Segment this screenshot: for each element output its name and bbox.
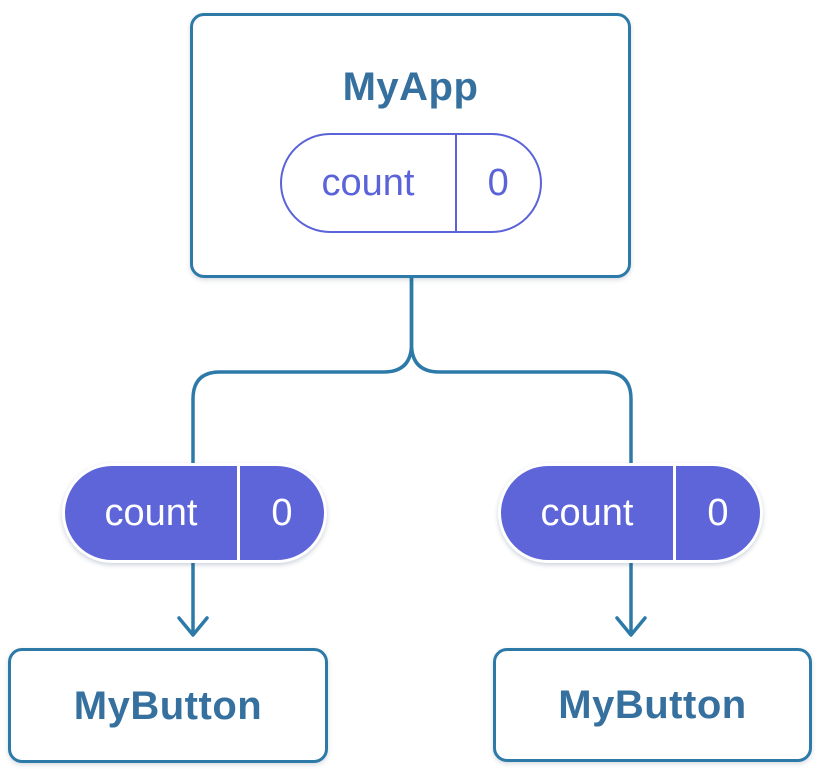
prop-value: 0: [707, 492, 729, 534]
prop-name: count: [104, 492, 198, 534]
prop-pill-left: count 0: [62, 463, 327, 563]
arrowhead-right-icon: [615, 616, 647, 637]
pill-divider: [454, 135, 457, 231]
prop-name: count: [540, 492, 634, 534]
myapp-state-pill: count 0: [279, 133, 542, 233]
arrowhead-left-icon: [177, 616, 209, 637]
pill-divider: [673, 466, 676, 560]
mybutton-card-title: MyButton: [558, 683, 747, 727]
state-value: 0: [487, 162, 509, 204]
connector-right-branch: [409, 276, 633, 634]
connector-left-branch: [191, 276, 414, 634]
mybutton-card-title: MyButton: [73, 683, 263, 728]
prop-value: 0: [271, 492, 293, 534]
myapp-card-title: MyApp: [342, 65, 479, 109]
pill-divider: [237, 466, 240, 560]
state-name: count: [321, 162, 415, 204]
prop-pill-right: count 0: [498, 463, 763, 563]
myapp-card: MyApp count 0: [190, 13, 631, 278]
mybutton-card-right: MyButton: [493, 648, 812, 762]
mybutton-card-left: MyButton: [8, 648, 328, 763]
